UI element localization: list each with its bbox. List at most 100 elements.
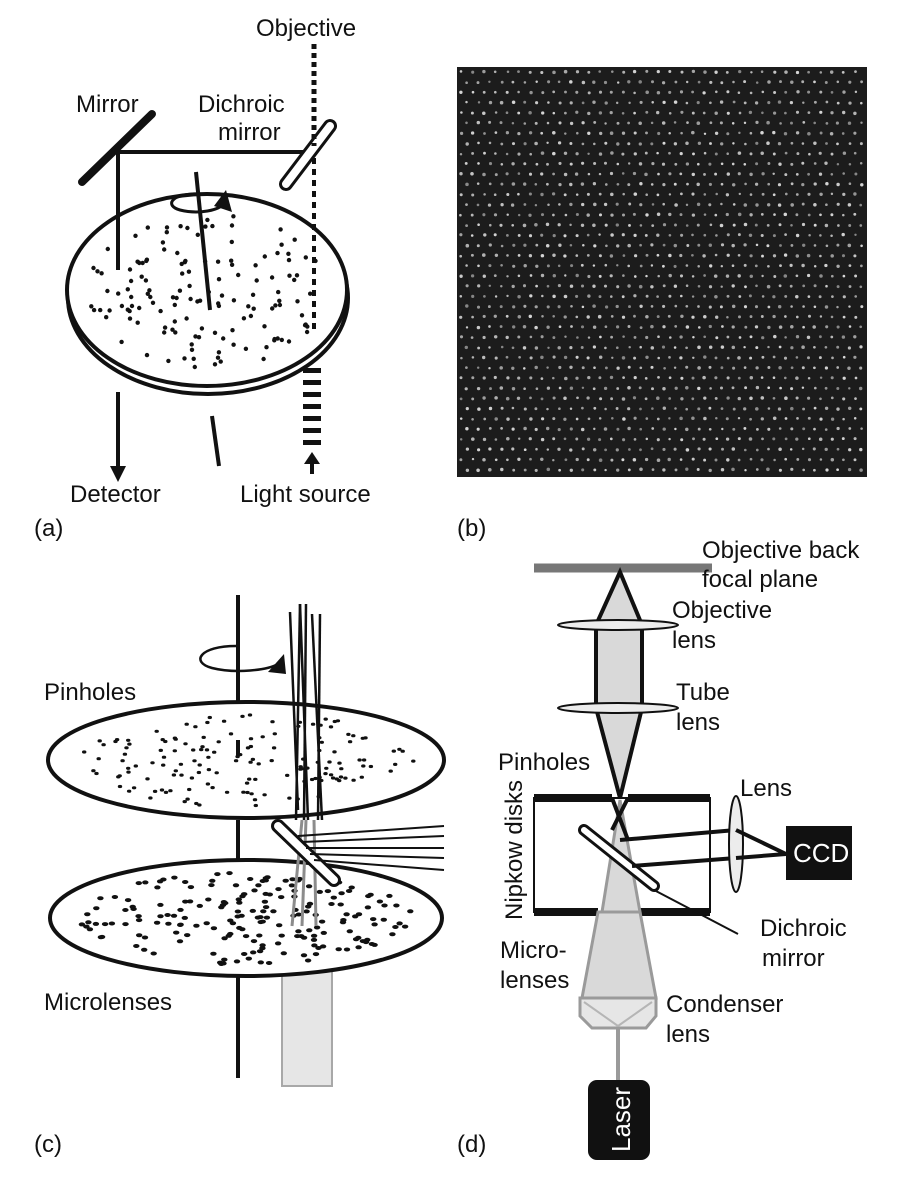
micrograph-spot (616, 285, 620, 289)
pinhole-dot (135, 259, 140, 264)
pinhole-dot (164, 230, 169, 235)
micrograph-spot (470, 213, 474, 217)
micrograph-spot (598, 90, 603, 94)
micrograph-spot (812, 325, 816, 329)
micrograph-spot (535, 101, 539, 105)
micrograph-spot (656, 69, 660, 74)
micrograph-spot (627, 142, 631, 146)
micrograph-spot (708, 203, 712, 207)
pinhole-dot (279, 242, 284, 247)
pinhole-dot (157, 902, 164, 907)
micrograph-spot (500, 285, 503, 288)
micrograph-spot (459, 213, 462, 217)
micrograph-spot (679, 416, 683, 421)
pinhole-dot (161, 763, 166, 767)
micrograph-spot (808, 234, 811, 237)
micrograph-spot (662, 325, 666, 329)
micrograph-spot (836, 243, 840, 247)
micrograph-spot (569, 243, 573, 247)
micrograph-spot (795, 396, 799, 400)
micrograph-spot (714, 111, 718, 115)
micrograph-spot (708, 406, 712, 410)
micrograph-spot (604, 101, 608, 105)
micrograph-spot (824, 428, 828, 431)
micrograph-spot (482, 458, 486, 462)
micrograph-spot (610, 397, 614, 401)
micrograph-spot (459, 70, 463, 73)
micrograph-spot (656, 396, 660, 400)
pinhole-dot (231, 298, 237, 303)
micrograph-spot (813, 284, 817, 288)
micrograph-spot (593, 468, 597, 472)
micrograph-spot (772, 295, 776, 299)
micrograph-spot (784, 396, 788, 400)
micrograph-spot (598, 172, 602, 176)
micrograph-spot (493, 233, 497, 237)
micrograph-spot (697, 427, 701, 431)
pinhole-dot (262, 324, 267, 329)
pinhole-dot (346, 732, 351, 737)
micrograph-spot (772, 172, 775, 176)
micrograph-spot (841, 437, 845, 441)
micrograph-spot (715, 437, 719, 441)
micrograph-spot (522, 223, 527, 228)
micrograph-spot (737, 253, 741, 257)
micrograph-spot (517, 295, 521, 299)
micrograph-spot (674, 304, 678, 308)
micrograph-spot (691, 69, 696, 74)
pinhole-dot (242, 934, 250, 939)
micrograph-spot (616, 366, 620, 370)
micrograph-spot (470, 111, 474, 115)
micrograph-spot (738, 336, 742, 339)
micrograph-spot (813, 141, 817, 146)
micrograph-spot (773, 458, 776, 462)
micrograph-spot (482, 69, 486, 74)
micrograph-spot (471, 417, 474, 421)
micrograph-spot (563, 172, 568, 177)
pinhole-dot (205, 782, 211, 786)
pinhole-dot (253, 777, 258, 782)
pinhole-dot (263, 915, 271, 920)
micrograph-spot (587, 131, 591, 135)
pinhole-dot (187, 885, 195, 890)
micrograph-background (457, 67, 867, 477)
micrograph-spot (529, 90, 533, 95)
micrograph-spot (511, 447, 515, 451)
micrograph-spot (633, 314, 636, 318)
micrograph-spot (674, 80, 678, 84)
pinhole-dot (85, 920, 92, 925)
micrograph-spot (685, 304, 689, 308)
pinhole-dot (243, 346, 249, 351)
micrograph-spot (755, 284, 758, 288)
micrograph-spot (685, 141, 689, 145)
micrograph-spot (795, 70, 800, 75)
micrograph-spot (674, 203, 678, 207)
micrograph-spot (680, 376, 684, 380)
micrograph-spot (692, 356, 695, 360)
micrograph-spot (482, 274, 486, 278)
micrograph-spot (720, 264, 724, 268)
micrograph-spot (831, 356, 834, 360)
micrograph-spot (743, 345, 746, 349)
micrograph-spot (813, 264, 817, 268)
pinhole-dot (185, 225, 190, 231)
micrograph-spot (645, 335, 649, 340)
pinhole-dot (361, 758, 367, 762)
micrograph-spot (754, 223, 758, 227)
micrograph-spot (483, 193, 486, 196)
micrograph-spot (708, 243, 713, 247)
pinhole-dot (108, 921, 116, 926)
micrograph-spot (557, 223, 561, 227)
micrograph-spot (488, 427, 492, 430)
micrograph-spot (790, 121, 793, 125)
micrograph-spot (691, 213, 696, 217)
pinhole-dot (172, 302, 177, 308)
micrograph-spot (749, 315, 753, 319)
micrograph-spot (732, 80, 735, 84)
micrograph-spot (593, 244, 597, 248)
micrograph-spot (615, 101, 619, 105)
pinhole-dot (91, 769, 96, 773)
micrograph-spot (795, 131, 800, 135)
micrograph-spot (558, 365, 562, 370)
pinhole-dot (259, 946, 266, 951)
